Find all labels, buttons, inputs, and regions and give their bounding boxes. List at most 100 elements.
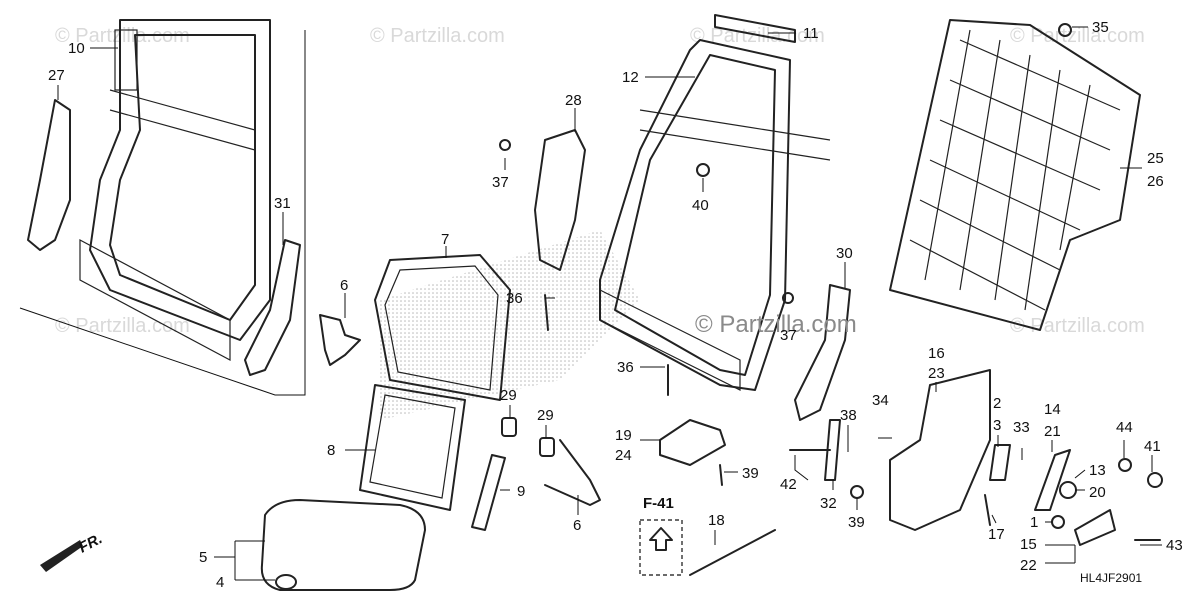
callout: 24 — [615, 447, 632, 464]
seat-back-pad-7 — [374, 254, 511, 401]
callout: 30 — [836, 245, 853, 262]
callout: 29 — [537, 407, 554, 424]
callout: 2 — [993, 395, 1001, 412]
watermark: © Partzilla.com — [1010, 25, 1145, 47]
diagram-code: HL4JF2901 — [1080, 571, 1142, 585]
callout: 1 — [1030, 514, 1038, 531]
callout: 27 — [48, 67, 65, 84]
bar-11 — [714, 14, 796, 43]
strap-9 — [471, 454, 506, 531]
side-bracket-28 — [534, 129, 586, 271]
callout: 31 — [274, 195, 291, 212]
callout: 34 — [872, 392, 889, 409]
callout: 6 — [340, 277, 348, 294]
screw-37a — [499, 139, 511, 151]
bolt-39a — [719, 464, 723, 486]
screw-37b — [782, 292, 794, 304]
callout: 10 — [68, 40, 85, 57]
seat-back-frame-left — [79, 19, 271, 361]
watermark: © Partzilla.com — [55, 25, 190, 47]
callout: 8 — [327, 442, 335, 459]
callout: 11 — [803, 25, 819, 42]
latch-2-3 — [989, 444, 1011, 481]
seat-pad-8 — [359, 384, 466, 511]
pin-17 — [984, 494, 991, 526]
callout: 17 — [988, 526, 1005, 543]
callout-labels: 10 27 31 6 7 8 5 4 28 37 36 29 29 9 6 12… — [48, 19, 1183, 591]
washer-41 — [1147, 472, 1163, 488]
cap-40 — [696, 163, 710, 177]
lever-32 — [824, 419, 841, 481]
cap-4 — [275, 574, 297, 590]
wire-6a — [319, 314, 361, 366]
watermark: © Partzilla.com — [1010, 315, 1145, 337]
callout: 33 — [1013, 419, 1030, 436]
cover-16-23 — [889, 369, 991, 531]
callout: 39 — [742, 465, 759, 482]
callout: 35 — [1092, 19, 1109, 36]
side-cover-27 — [27, 99, 71, 251]
reference-arrow-icon — [649, 527, 673, 551]
callout: 15 — [1020, 536, 1037, 553]
callout: 20 — [1089, 484, 1106, 501]
bolt-36a — [544, 294, 549, 331]
callout: 12 — [622, 69, 639, 86]
lever-14-21 — [1034, 449, 1071, 511]
clip-29b — [539, 437, 555, 457]
bolt-44 — [1118, 458, 1132, 472]
back-panel-25-26 — [889, 19, 1141, 331]
bracket-15-22 — [1074, 509, 1116, 546]
callout: 36 — [506, 290, 523, 307]
part-1 — [1051, 515, 1065, 529]
callout: 19 — [615, 427, 632, 444]
callout: 32 — [820, 495, 837, 512]
callout: 29 — [500, 387, 517, 404]
seat-cushion-5 — [260, 499, 426, 591]
callout: 40 — [692, 197, 709, 214]
callout: 4 — [216, 574, 224, 591]
clip-29a — [501, 417, 517, 437]
callout: 25 — [1147, 150, 1164, 167]
leader-lines — [57, 26, 1162, 581]
callout: 41 — [1144, 438, 1161, 455]
washer-13 — [1059, 481, 1077, 499]
watermark: © Partzilla.com — [370, 25, 505, 47]
callout: 22 — [1020, 557, 1037, 574]
side-cover-30 — [794, 284, 851, 421]
callout: 13 — [1089, 462, 1106, 479]
callout: 38 — [840, 407, 857, 424]
center-watermark: © Partzilla.com — [695, 311, 857, 338]
reference-label: F-41 — [643, 495, 674, 512]
callout: 37 — [780, 327, 797, 344]
callout: 3 — [993, 417, 1001, 434]
bolt-39b — [850, 485, 864, 499]
callout: 23 — [928, 365, 945, 382]
front-label: FR. — [76, 530, 105, 556]
screw-35 — [1058, 23, 1072, 37]
callout: 39 — [848, 514, 865, 531]
gas-strut-18 — [689, 529, 776, 576]
reference-box — [639, 519, 683, 576]
callout: 7 — [441, 231, 449, 248]
callout: 42 — [780, 476, 797, 493]
callout: 18 — [708, 512, 725, 529]
callout: 16 — [928, 345, 945, 362]
front-arrow-icon — [40, 540, 83, 572]
callout: 5 — [199, 549, 207, 566]
wire-6b — [544, 439, 601, 506]
callout: 36 — [617, 359, 634, 376]
watermark: © Partzilla.com — [55, 315, 190, 337]
logo-watermark-dots — [380, 230, 640, 420]
callout: 9 — [517, 483, 525, 500]
side-cover-31 — [244, 239, 301, 376]
seat-back-frame-center — [599, 39, 831, 391]
bracket-19 — [659, 419, 726, 466]
callout: 14 — [1044, 401, 1061, 418]
callout: 43 — [1166, 537, 1183, 554]
callout: 44 — [1116, 419, 1133, 436]
callout: 26 — [1147, 173, 1164, 190]
inset-border — [19, 30, 306, 396]
callout: 6 — [573, 517, 581, 534]
